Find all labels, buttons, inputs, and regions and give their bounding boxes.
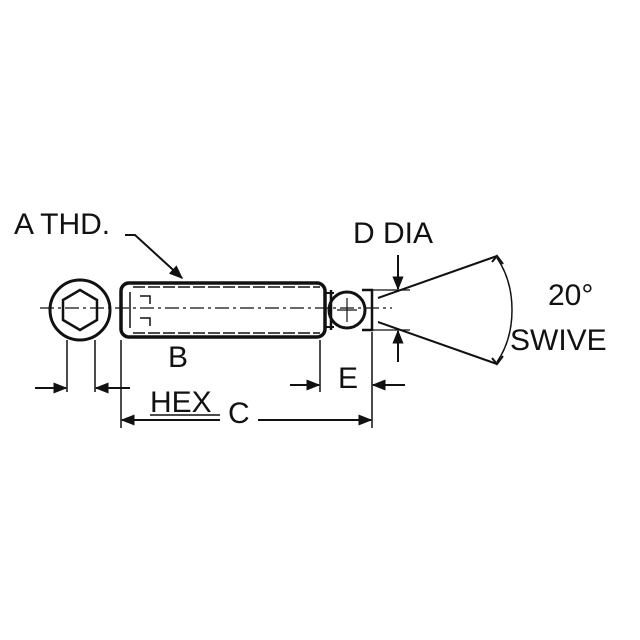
thread-leader bbox=[125, 234, 184, 279]
thread-label: A THD. bbox=[14, 208, 110, 241]
e-label: E bbox=[338, 362, 358, 395]
hex-socket-icon bbox=[61, 288, 99, 332]
angle-label: 20° bbox=[548, 279, 593, 312]
swivel-ball bbox=[325, 288, 374, 332]
end-view-circle bbox=[48, 278, 112, 342]
c-label: C bbox=[228, 397, 250, 430]
threaded-body bbox=[119, 281, 327, 339]
b-label: B bbox=[168, 341, 188, 374]
end-view bbox=[35, 278, 130, 394]
swivel-label: SWIVE bbox=[510, 324, 607, 357]
hex-label: HEX bbox=[150, 386, 212, 419]
d-dia-label: D DIA bbox=[353, 217, 433, 250]
swivel-angle bbox=[377, 254, 513, 366]
